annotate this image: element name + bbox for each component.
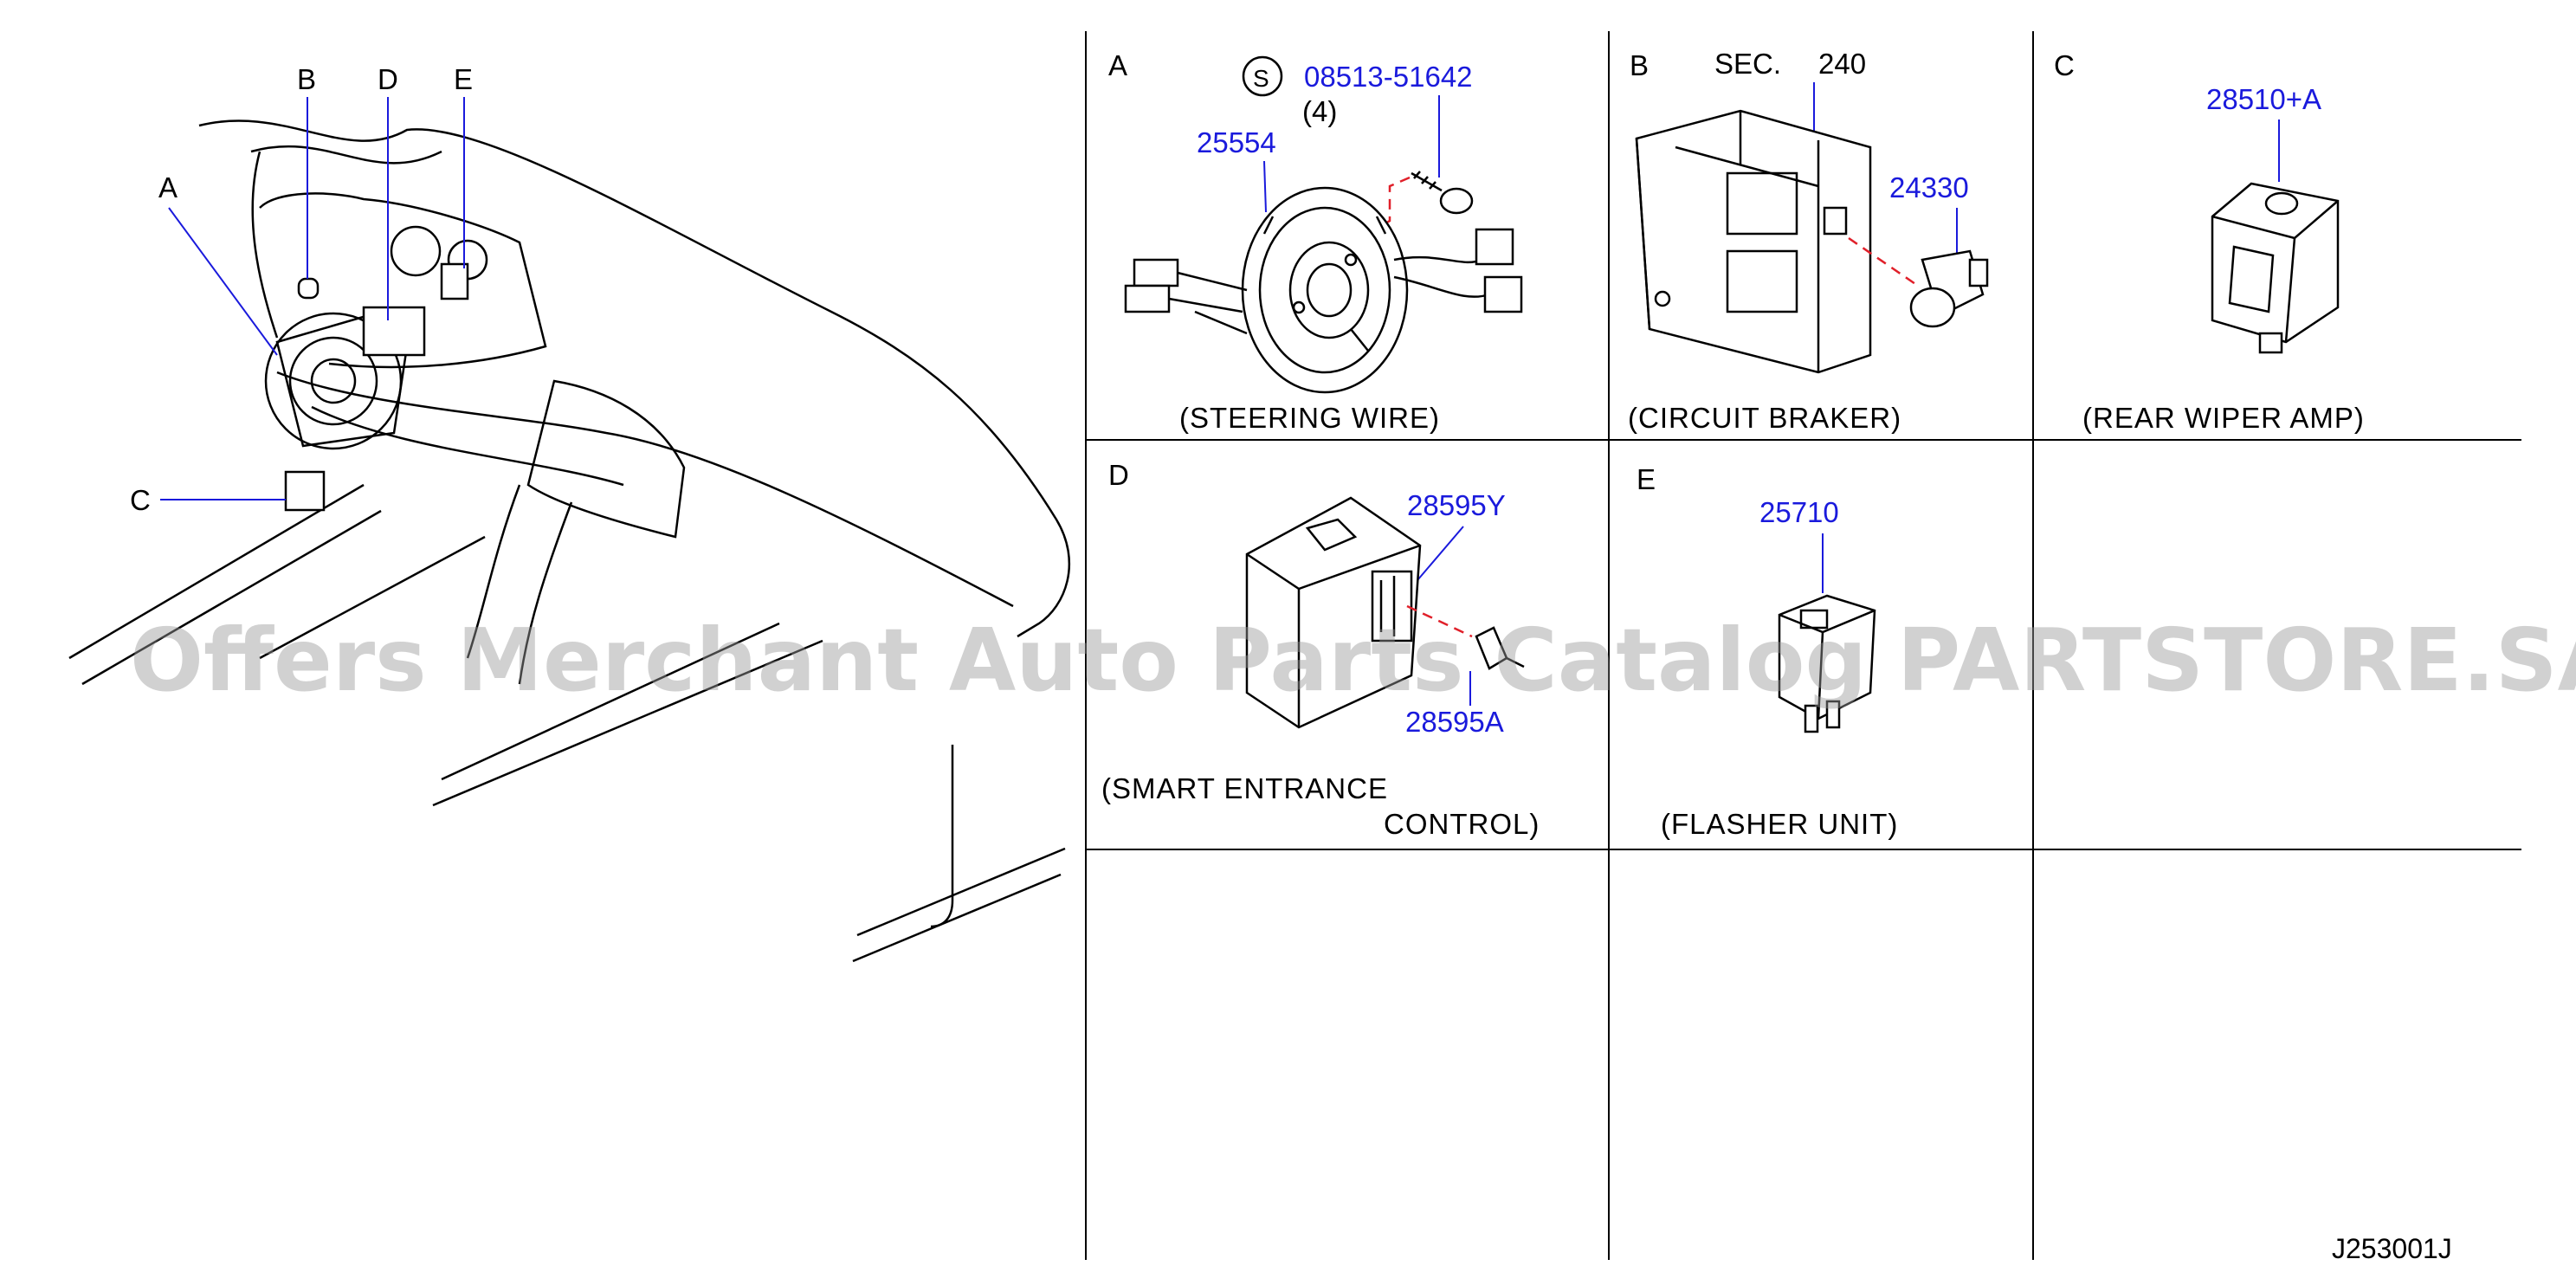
panel-b-letter: B <box>1630 49 1649 81</box>
screw-symbol-icon <box>1242 55 1283 97</box>
screw-icon <box>1411 171 1474 215</box>
smart-entrance-part-number-bottom[interactable]: 28595A <box>1405 706 1504 738</box>
circuit-braker-icon <box>1909 249 1989 328</box>
smart-entrance-unit-icon <box>1245 496 1422 729</box>
overview-callouts: A B D E C <box>130 63 473 516</box>
panel-b-circuit-braker: B SEC. 240 24330 (CIRCUIT BRAKER) <box>1628 48 1989 434</box>
smart-entrance-connector-icon <box>1475 626 1525 670</box>
panel-a-steering-wire: A S 08513-51642 (4) 25554 <box>1108 49 1523 434</box>
panel-d-letter: D <box>1108 459 1129 491</box>
right-connector-icon <box>1393 228 1523 313</box>
left-connector-icon <box>1124 258 1248 335</box>
panel-d-caption-line2: CONTROL) <box>1384 808 1540 840</box>
callout-d: D <box>378 63 398 95</box>
panel-c-letter: C <box>2054 49 2075 81</box>
callout-b: B <box>297 63 316 95</box>
callout-e: E <box>454 63 473 95</box>
panel-b-caption: (CIRCUIT BRAKER) <box>1628 402 1901 434</box>
flasher-unit-part-number[interactable]: 25710 <box>1759 496 1839 528</box>
dashboard-overview <box>68 119 1070 963</box>
sec-label: SEC. <box>1714 48 1781 80</box>
rear-wiper-amp-part-number[interactable]: 28510+A <box>2206 83 2321 115</box>
panel-c-caption: (REAR WIPER AMP) <box>2082 402 2365 434</box>
screw-part-number[interactable]: 08513-51642 <box>1304 61 1473 93</box>
panel-grid <box>1085 31 2521 1260</box>
panel-c-rear-wiper-amp: C 28510+A (REAR WIPER AMP) <box>2054 49 2365 434</box>
steering-wire-part-number[interactable]: 25554 <box>1197 126 1276 158</box>
screw-quantity: (4) <box>1302 95 1337 127</box>
sec-number[interactable]: 240 <box>1818 48 1866 80</box>
panel-a-letter: A <box>1108 49 1127 81</box>
panel-a-caption: (STEERING WIRE) <box>1179 402 1440 434</box>
flasher-unit-icon <box>1778 594 1876 733</box>
drawing-code: J253001J <box>2332 1233 2452 1264</box>
fuse-block-icon <box>1635 109 1872 374</box>
panel-e-letter: E <box>1637 463 1656 495</box>
circuit-braker-part-number[interactable]: 24330 <box>1889 171 1969 203</box>
panel-d-smart-entrance-control: D 28595Y 28595A (SMART ENTRANCE CONTROL) <box>1101 459 1540 840</box>
rear-wiper-amp-icon <box>2211 182 2340 354</box>
clock-spring-icon <box>1241 186 1409 394</box>
callout-c: C <box>130 484 151 516</box>
panel-e-flasher-unit: E 25710 (FLASHER UNIT) <box>1637 463 1898 840</box>
panel-e-caption: (FLASHER UNIT) <box>1661 808 1898 840</box>
watermark-text: Offers Merchant Auto Parts Catalog PARTS… <box>130 610 2576 711</box>
smart-entrance-part-number-top[interactable]: 28595Y <box>1407 489 1506 521</box>
callout-a: A <box>158 171 178 203</box>
screw-symbol-letter: S <box>1253 65 1269 92</box>
panel-d-caption-line1: (SMART ENTRANCE <box>1101 772 1388 804</box>
